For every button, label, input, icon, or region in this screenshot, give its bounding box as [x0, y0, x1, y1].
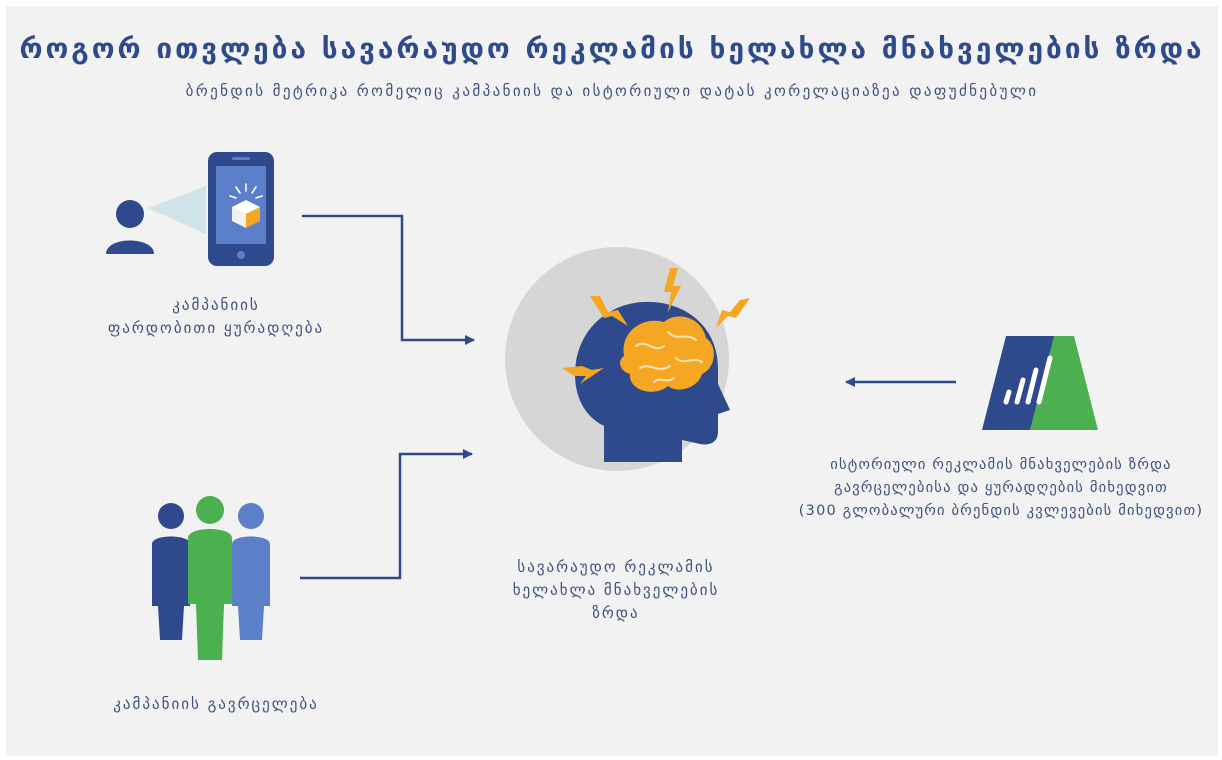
people-group-icon: [152, 496, 270, 660]
historical-data-label: ისტორიული რეკლამის მნახველების ზრდა გავრ…: [786, 454, 1216, 523]
campaign-reach-text: კამპანიის გავრცელება: [113, 695, 319, 713]
diagram-art: [106, 152, 1098, 660]
campaign-reach-label: კამპანიის გავრცელება: [86, 693, 346, 716]
estimated-lift-line2: ხელახლა მნახველების ზრდა: [512, 581, 720, 622]
estimated-lift-label: სავარაუდო რეკლამის ხელახლა მნახველების ზ…: [496, 556, 736, 625]
diagram-title: როგორ ითვლება სავარაუდო რეკლამის ხელახლა…: [19, 32, 1205, 65]
campaign-attention-line2: ფარდობითი ყურადღება: [107, 319, 325, 337]
connectors: [300, 214, 956, 580]
estimated-lift-line1: სავარაუდო რეკლამის: [517, 558, 715, 576]
diagram-subtitle: ბრენდის მეტრიკა რომელიც კამპანიის და ისტ…: [185, 82, 1039, 100]
historical-data-line2: გავრცელებისა და ყურადღების მიხედვით: [834, 480, 1168, 496]
historical-data-line1: ისტორიული რეკლამის მნახველების ზრდა: [830, 457, 1172, 473]
lightning-icon: [562, 268, 750, 384]
analytics-logo-icon: [982, 336, 1098, 430]
diagram-canvas: როგორ ითვლება სავარაუდო რეკლამის ხელახლა…: [6, 6, 1218, 756]
historical-data-line3: (300 გლობალური ბრენდის კვლევების მიხედვი…: [798, 503, 1204, 519]
arrow-reach-to-lift: [300, 449, 473, 580]
arrow-attention-to-lift: [302, 214, 475, 345]
person-viewing-phone-icon: [106, 152, 274, 266]
campaign-attention-line1: კამპანიის: [172, 296, 260, 314]
campaign-attention-label: კამპანიის ფარდობითი ყურადღება: [96, 294, 336, 340]
brain-head-icon: [575, 301, 730, 462]
